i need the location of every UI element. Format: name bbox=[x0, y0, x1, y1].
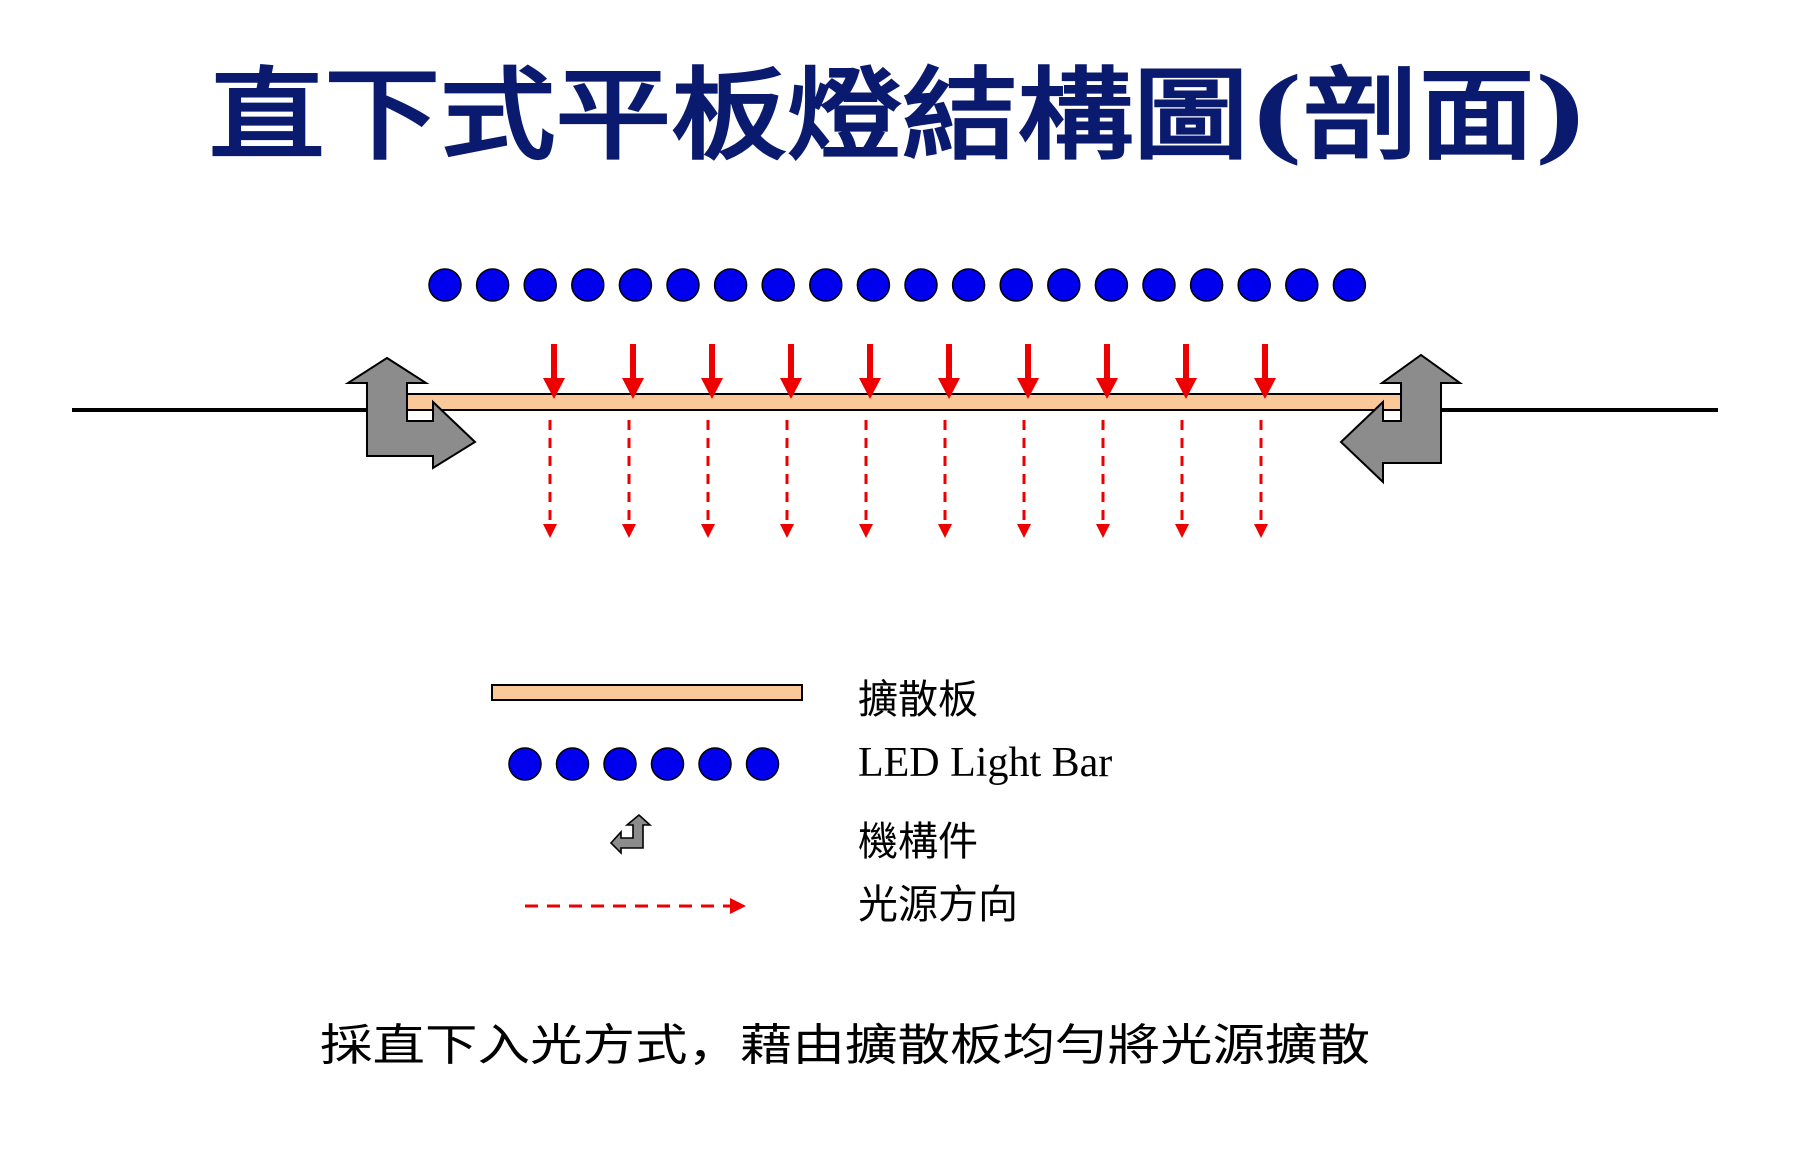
led-dot bbox=[904, 268, 938, 302]
led-dot bbox=[713, 268, 748, 302]
solid-arrow-head bbox=[859, 378, 881, 399]
transmitted-light-arrows bbox=[543, 420, 1268, 538]
led-dot bbox=[1094, 268, 1129, 302]
dashed-arrow-head bbox=[938, 524, 952, 538]
led-dot bbox=[1285, 268, 1319, 302]
legend-led-dot bbox=[555, 747, 590, 781]
led-dot bbox=[666, 268, 700, 302]
led-light-bar bbox=[428, 268, 1367, 302]
dashed-arrow-head bbox=[543, 524, 557, 538]
led-dot bbox=[428, 268, 462, 302]
led-dot bbox=[1047, 268, 1081, 302]
dashed-arrow-head bbox=[859, 524, 873, 538]
led-dot bbox=[999, 268, 1033, 302]
legend-led-dot bbox=[603, 747, 637, 781]
caption: 採直下入光方式，藉由擴散板均勻將光源擴散 bbox=[320, 1020, 1370, 1071]
led-dot bbox=[618, 268, 653, 302]
dashed-arrow-head bbox=[701, 524, 715, 538]
dashed-arrow-head bbox=[1017, 524, 1031, 538]
incident-light-arrows bbox=[543, 344, 1276, 399]
legend-led-swatch bbox=[508, 747, 780, 781]
legend-diffuser-swatch bbox=[491, 684, 803, 701]
page-title: 直下式平板燈結構圖(剖面) bbox=[209, 56, 1589, 174]
legend-led-dot bbox=[508, 747, 542, 781]
solid-arrow-head bbox=[938, 378, 960, 399]
legend-led-label: LED Light Bar bbox=[858, 740, 1112, 786]
dashed-arrow-head bbox=[1175, 524, 1189, 538]
solid-arrow-head bbox=[701, 378, 723, 399]
led-dot bbox=[1189, 268, 1224, 302]
led-dot bbox=[571, 268, 605, 302]
solid-arrow-head bbox=[1096, 378, 1118, 399]
led-dot bbox=[809, 268, 843, 302]
led-dot bbox=[856, 268, 891, 302]
dashed-arrow-head bbox=[1096, 524, 1110, 538]
dashed-arrow-head bbox=[622, 524, 636, 538]
legend-led-dot bbox=[650, 747, 685, 781]
legend-mechanism-label: 機構件 bbox=[858, 819, 978, 865]
mechanism-left-icon bbox=[344, 356, 477, 470]
solid-arrow-head bbox=[622, 378, 644, 399]
legend-mechanism-icon bbox=[609, 813, 653, 855]
led-dot bbox=[951, 268, 986, 302]
dashed-arrow-head bbox=[780, 524, 794, 538]
solid-arrow-head bbox=[1175, 378, 1197, 399]
led-dot bbox=[1142, 268, 1176, 302]
dashed-arrow-head bbox=[1254, 524, 1268, 538]
legend-led-dot bbox=[698, 747, 732, 781]
legend-diffuser-label: 擴散板 bbox=[858, 677, 978, 723]
legend-light-direction-label: 光源方向 bbox=[858, 882, 1018, 928]
solid-arrow-head bbox=[780, 378, 802, 399]
led-dot bbox=[523, 268, 557, 302]
legend: 擴散板 LED Light Bar 機構件 光源方向 bbox=[491, 677, 1112, 928]
legend-light-direction-arrowhead bbox=[730, 898, 746, 914]
solid-arrow-head bbox=[543, 378, 565, 399]
led-dot bbox=[475, 268, 510, 302]
led-dot bbox=[1237, 268, 1271, 302]
solid-arrow-head bbox=[1254, 378, 1276, 399]
legend-led-dot bbox=[745, 747, 780, 781]
mechanism-right-icon-shape bbox=[1339, 353, 1464, 485]
led-dot bbox=[761, 268, 795, 302]
solid-arrow-head bbox=[1017, 378, 1039, 399]
led-dot bbox=[1332, 268, 1367, 302]
